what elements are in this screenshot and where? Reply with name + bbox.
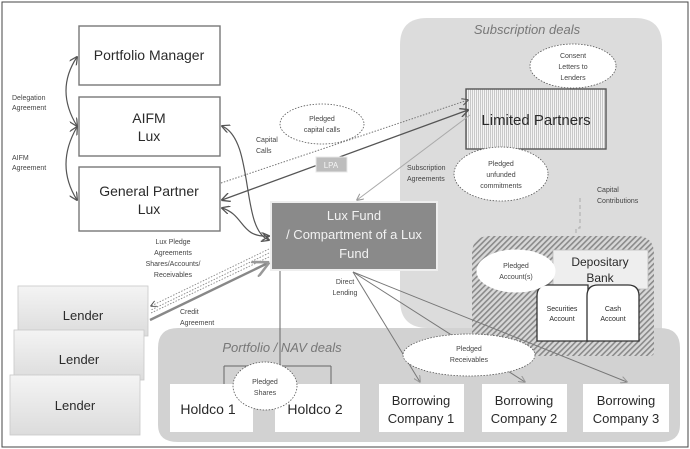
borrowing-company-1-line2: Company 1 — [388, 411, 454, 426]
pledged-shares-line1: Pledged — [252, 379, 278, 386]
direct-lending-arrow-3 — [352, 271, 627, 382]
consent-letters-line1: Consent — [560, 53, 586, 60]
lpa-tag — [315, 156, 348, 173]
borrowing-company-1-line1: Borrowing — [392, 393, 451, 408]
credit-agreement-label-line1: Credit — [180, 309, 199, 316]
lux-pledge-label-line1: Lux Pledge — [155, 239, 190, 246]
lender-label-2: Lender — [59, 352, 100, 367]
pledged-receivables-line1: Pledged — [456, 346, 482, 353]
lender-box-2[interactable] — [13, 329, 145, 381]
pledged-capital-calls-oval — [279, 103, 365, 145]
portfolio-region-title: Portfolio / NAV deals — [222, 340, 342, 355]
capital-contributions-label-line2: Contributions — [597, 198, 639, 205]
lender-box-1[interactable] — [17, 285, 149, 337]
lux-fund-line2: / Compartment of a Lux — [286, 227, 422, 242]
lux-fund-box[interactable] — [270, 201, 438, 271]
subscription-region-title: Subscription deals — [474, 22, 581, 37]
aifm-line1: AIFM — [132, 110, 165, 126]
consent-letters-line3: Lenders — [560, 75, 586, 82]
general-partner-line1: General Partner — [99, 183, 199, 199]
cash-account-line1: Cash — [605, 306, 621, 313]
pledged-shares-line2: Shares — [254, 390, 277, 397]
lux-pledge-arrow-3 — [150, 256, 270, 314]
credit-agreement-arrow — [149, 263, 268, 322]
portfolio-manager-label: Portfolio Manager — [94, 47, 205, 63]
borrowing-company-3-box[interactable] — [583, 384, 669, 432]
pledged-unfunded-line1: Pledged — [488, 161, 514, 168]
borrowing-company-2-box[interactable] — [482, 384, 567, 432]
subscription-agreements-arrow — [357, 114, 471, 200]
pledged-receivables-line2: Receivables — [450, 357, 489, 364]
aifm-line2: Lux — [138, 128, 161, 144]
subscription-agreements-label-line2: Agreements — [407, 176, 445, 183]
lux-fund-line3: Fund — [339, 246, 369, 261]
pledged-accounts-line1: Pledged — [503, 263, 529, 270]
region-corner — [400, 300, 428, 328]
delegation-label-line1: Delegation — [12, 95, 46, 102]
delegation-label-line2: Agreement — [12, 105, 46, 112]
lux-fund-line1: Lux Fund — [327, 208, 381, 223]
lux-pledge-arrow-1 — [151, 248, 270, 306]
lender-label-3: Lender — [55, 398, 96, 413]
borrowing-company-2-line2: Company 2 — [491, 411, 557, 426]
lender-stack: Lender Lender Lender — [9, 285, 149, 436]
limited-partners-label: Limited Partners — [481, 112, 590, 129]
aifm-agreement-arrow — [65, 127, 77, 200]
lux-pledge-arrow-2 — [150, 252, 270, 311]
pledged-capital-calls-line2: capital calls — [304, 127, 341, 134]
lux-pledge-label-line3: Shares/Accounts/ — [146, 261, 201, 268]
securities-account-line1: Securities — [547, 306, 578, 313]
lux-pledge-label-line2: Agreements — [154, 250, 192, 257]
lender-box-3[interactable] — [9, 374, 141, 436]
depositary-bank-line1: Depositary — [571, 255, 628, 269]
pledged-unfunded-line3: commitments — [480, 183, 522, 190]
borrowing-company-1-box[interactable] — [379, 384, 464, 432]
consent-letters-oval — [529, 43, 617, 89]
holdco-2-label: Holdco 2 — [287, 401, 342, 417]
capital-calls-label-line1: Capital — [256, 137, 278, 144]
lux-pledge-label-line4: Receivables — [154, 272, 193, 279]
general-partner-box[interactable] — [78, 166, 221, 232]
capital-contributions-line — [575, 198, 581, 236]
pledged-shares-oval — [232, 361, 298, 411]
securities-account-line2: Account — [549, 316, 574, 323]
capital-calls-label-line2: Calls — [256, 148, 272, 155]
credit-agreement-label-line2: Agreement — [180, 320, 214, 327]
pledged-accounts-oval — [476, 249, 556, 293]
pledged-accounts-line2: Account(s) — [499, 274, 532, 281]
cash-account-line2: Account — [600, 316, 625, 323]
lender-label-1: Lender — [63, 308, 104, 323]
aifm-agreement-label-line1: AIFM — [12, 155, 29, 162]
borrowing-company-3-line1: Borrowing — [597, 393, 656, 408]
pledged-receivables-oval — [402, 333, 536, 377]
borrowing-company-3-line2: Company 3 — [593, 411, 659, 426]
depositary-bank-line2: Bank — [586, 271, 614, 285]
securities-account-box[interactable] — [536, 284, 589, 342]
holdco-1-label: Holdco 1 — [180, 401, 235, 417]
pledged-capital-calls-line1: Pledged — [309, 116, 335, 123]
capital-contributions-label-line1: Capital — [597, 187, 619, 194]
general-partner-line2: Lux — [138, 201, 161, 217]
direct-lending-label-line1: Direct — [336, 279, 354, 286]
borrowing-company-2-line1: Borrowing — [495, 393, 554, 408]
consent-letters-line2: Letters to — [558, 64, 587, 71]
cash-account-box[interactable] — [586, 284, 640, 342]
direct-lending-label-line2: Lending — [333, 290, 358, 297]
aifm-box[interactable] — [78, 96, 221, 157]
delegation-arrow — [65, 57, 77, 126]
portfolio-manager-box[interactable] — [78, 25, 221, 86]
aifm-agreement-label-line2: Agreement — [12, 165, 46, 172]
gp-fund-arrow — [222, 208, 269, 236]
direct-lending-arrow-1 — [352, 271, 420, 382]
lpa-label: LPA — [324, 161, 339, 170]
pledged-unfunded-line2: unfunded — [486, 172, 515, 179]
subscription-agreements-label-line1: Subscription — [407, 165, 446, 172]
